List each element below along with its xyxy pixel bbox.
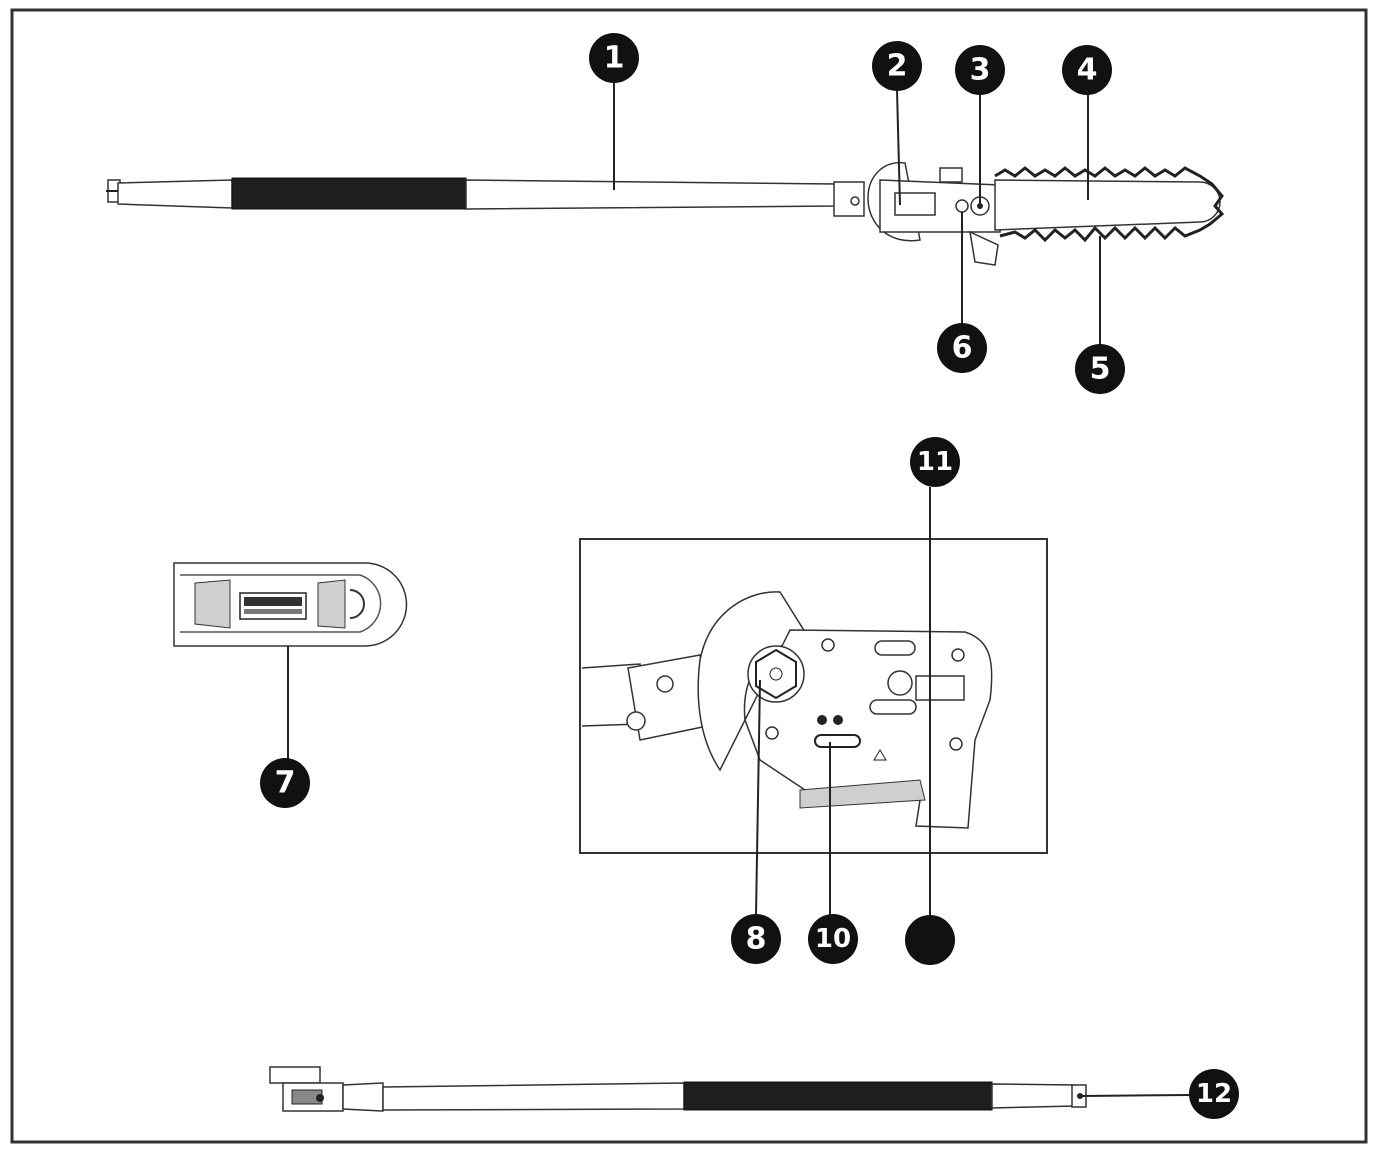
callout-6-label: 6: [952, 331, 973, 366]
callout-7-label: 7: [275, 766, 296, 801]
oil-window: [814, 734, 861, 748]
callout-5: 5: [1075, 344, 1125, 394]
detail-inset: [579, 538, 1048, 854]
main-tube: [465, 179, 837, 210]
callout-9: [905, 915, 955, 965]
callout-3: 3: [955, 45, 1005, 95]
pole-tube: [117, 179, 233, 209]
callout-11-label: 11: [917, 447, 953, 477]
tension-screw: [955, 199, 969, 213]
saw-chain: [994, 166, 1225, 243]
callout-10-label: 10: [815, 924, 851, 954]
leader-lines: [287, 80, 1191, 1097]
pole-grip: [231, 177, 467, 210]
callout-8: 8: [731, 914, 781, 964]
callout-12: 12: [1189, 1069, 1239, 1119]
guide-bar: [994, 179, 1221, 231]
callout-12-label: 12: [1196, 1079, 1232, 1109]
callout-7: 7: [260, 758, 310, 808]
tube-coupler: [833, 181, 865, 217]
callout-10: 10: [808, 914, 858, 964]
callout-5-label: 5: [1090, 352, 1111, 387]
hook: [969, 230, 999, 266]
pole-saw-assembly: [106, 161, 1225, 266]
callout-6: 6: [937, 323, 987, 373]
callout-2-label: 2: [887, 49, 908, 84]
callout-2: 2: [872, 41, 922, 91]
tension-bracket: [915, 675, 965, 701]
callout-1-label: 1: [604, 41, 625, 76]
callout-4-label: 4: [1077, 53, 1098, 88]
extension-pole: [269, 1066, 1087, 1112]
callout-1: 1: [589, 33, 639, 83]
callout-4: 4: [1062, 45, 1112, 95]
callout-11: 11: [910, 437, 960, 487]
extension-grip: [683, 1081, 993, 1111]
callout-8-label: 8: [746, 922, 767, 957]
bar-scabbard: [173, 562, 408, 647]
outer-frame: [10, 8, 1368, 1144]
callout-3-label: 3: [970, 53, 991, 88]
